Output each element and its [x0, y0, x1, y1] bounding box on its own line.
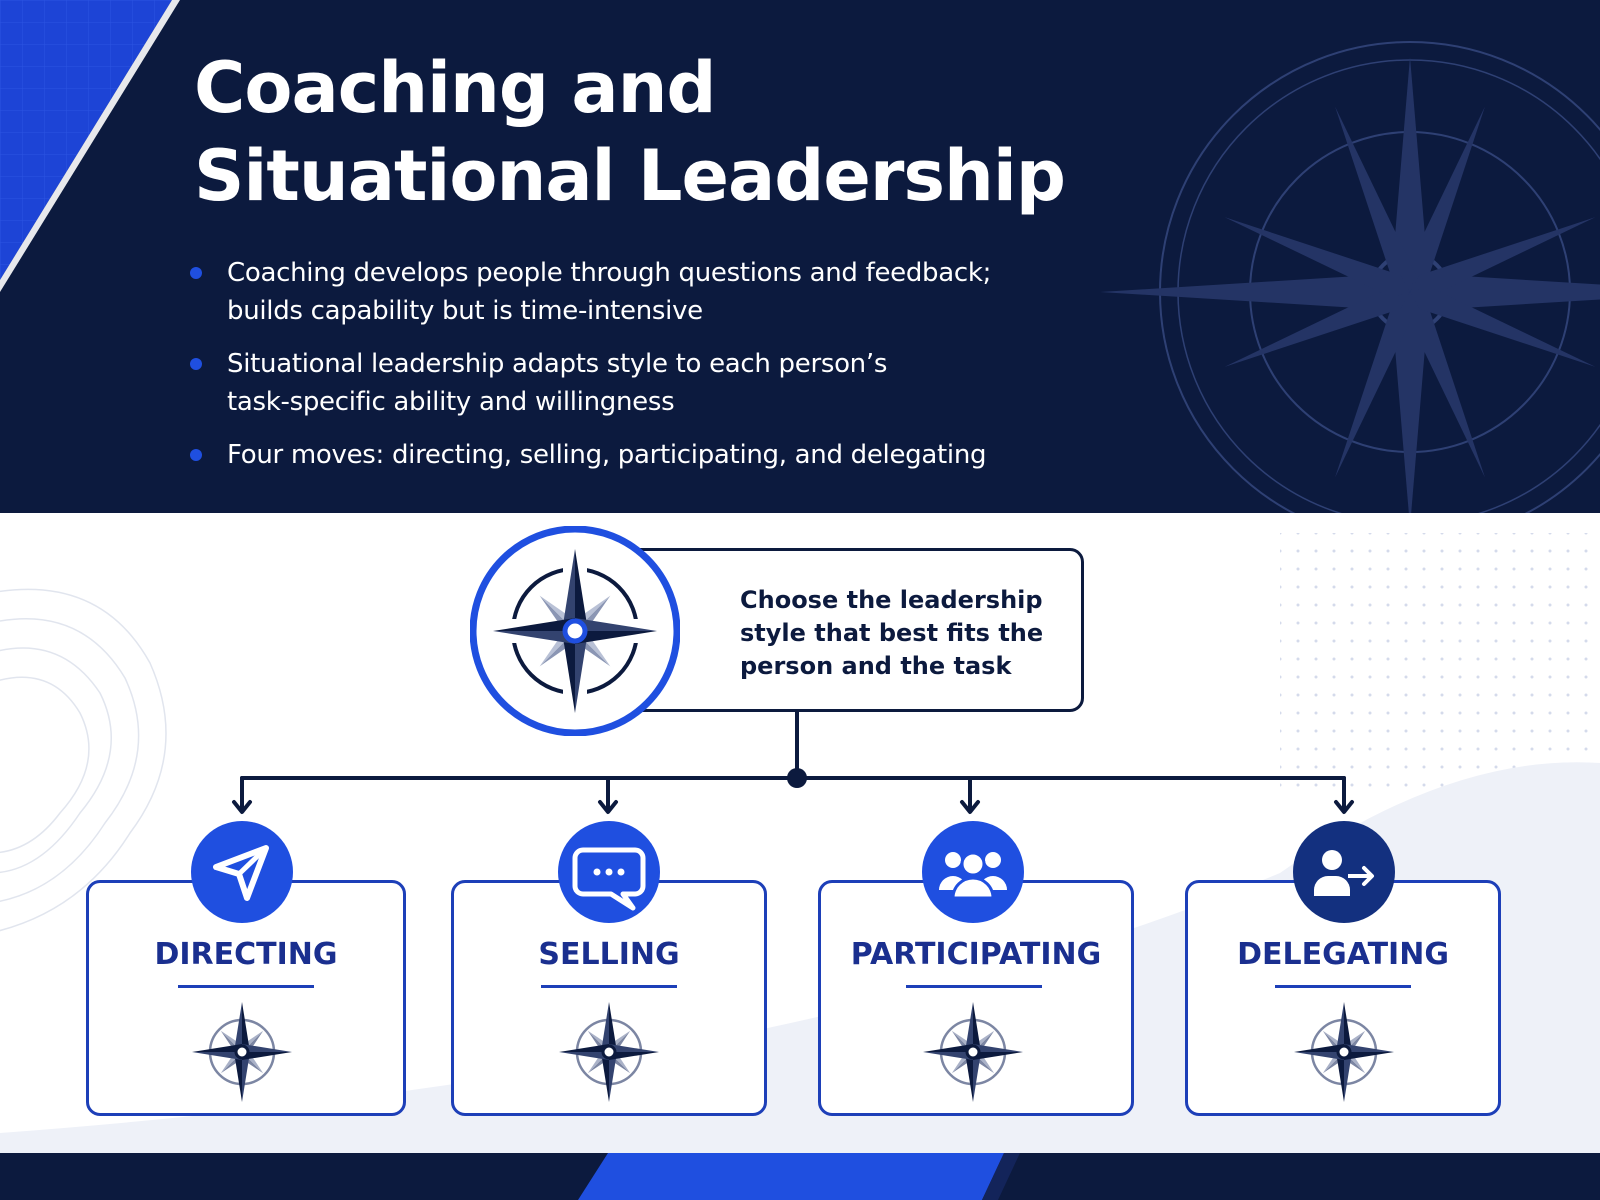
- bullet-dot-icon: [190, 267, 202, 279]
- bullet-item: Four moves: directing, selling, particip…: [188, 436, 1088, 474]
- title-line-1: Coaching and: [194, 47, 717, 129]
- compass-rose-icon: [470, 526, 680, 736]
- page-title: Coaching and Situational Leadership: [194, 44, 1066, 220]
- central-question-box: [610, 548, 1084, 712]
- large-compass-watermark-icon: [1100, 41, 1600, 513]
- compass-icon: [923, 1002, 1023, 1102]
- navigation-arrow-icon: [191, 821, 293, 923]
- style-label-delegating: DELEGATING: [1237, 937, 1449, 972]
- bullet-line: Situational leadership adapts style to e…: [227, 349, 888, 379]
- bullet-dot-icon: [190, 358, 202, 370]
- group-icon: [922, 821, 1024, 923]
- bullet-line: task-specific ability and willingness: [227, 387, 675, 417]
- central-text-line: Choose the leadership: [740, 586, 1043, 614]
- style-label-participating: PARTICIPATING: [850, 937, 1102, 972]
- central-text-line: person and the task: [740, 652, 1012, 680]
- title-line-2: Situational Leadership: [194, 135, 1066, 217]
- person-handoff-icon: [1293, 821, 1395, 923]
- label-underline: [178, 985, 314, 988]
- footer-decoration: [578, 1153, 1020, 1200]
- bullet-line: Four moves: directing, selling, particip…: [227, 440, 987, 470]
- bullet-item: Situational leadership adapts style to e…: [188, 345, 1088, 421]
- central-text-line: style that best fits the: [740, 619, 1044, 647]
- label-underline: [541, 985, 677, 988]
- bullet-dot-icon: [190, 449, 202, 461]
- style-label-selling: SELLING: [538, 937, 680, 972]
- compass-icon: [1294, 1002, 1394, 1102]
- central-question-text: Choose the leadership style that best fi…: [740, 584, 1070, 683]
- header-decoration: [0, 0, 1600, 513]
- bullet-item: Coaching develops people through questio…: [188, 254, 1088, 330]
- compass-icon: [192, 1002, 292, 1102]
- bullet-line: builds capability but is time-intensive: [227, 296, 703, 326]
- header-banner: Coaching and Situational Leadership Coac…: [0, 0, 1600, 513]
- footer-bar: [0, 1153, 1600, 1200]
- chat-bubble-icon: [558, 821, 660, 923]
- summary-bullets: Coaching develops people through questio…: [188, 254, 1088, 489]
- label-underline: [1275, 985, 1411, 988]
- label-underline: [906, 985, 1042, 988]
- style-label-directing: DIRECTING: [154, 937, 338, 972]
- bullet-line: Coaching develops people through questio…: [227, 258, 992, 288]
- compass-icon: [559, 1002, 659, 1102]
